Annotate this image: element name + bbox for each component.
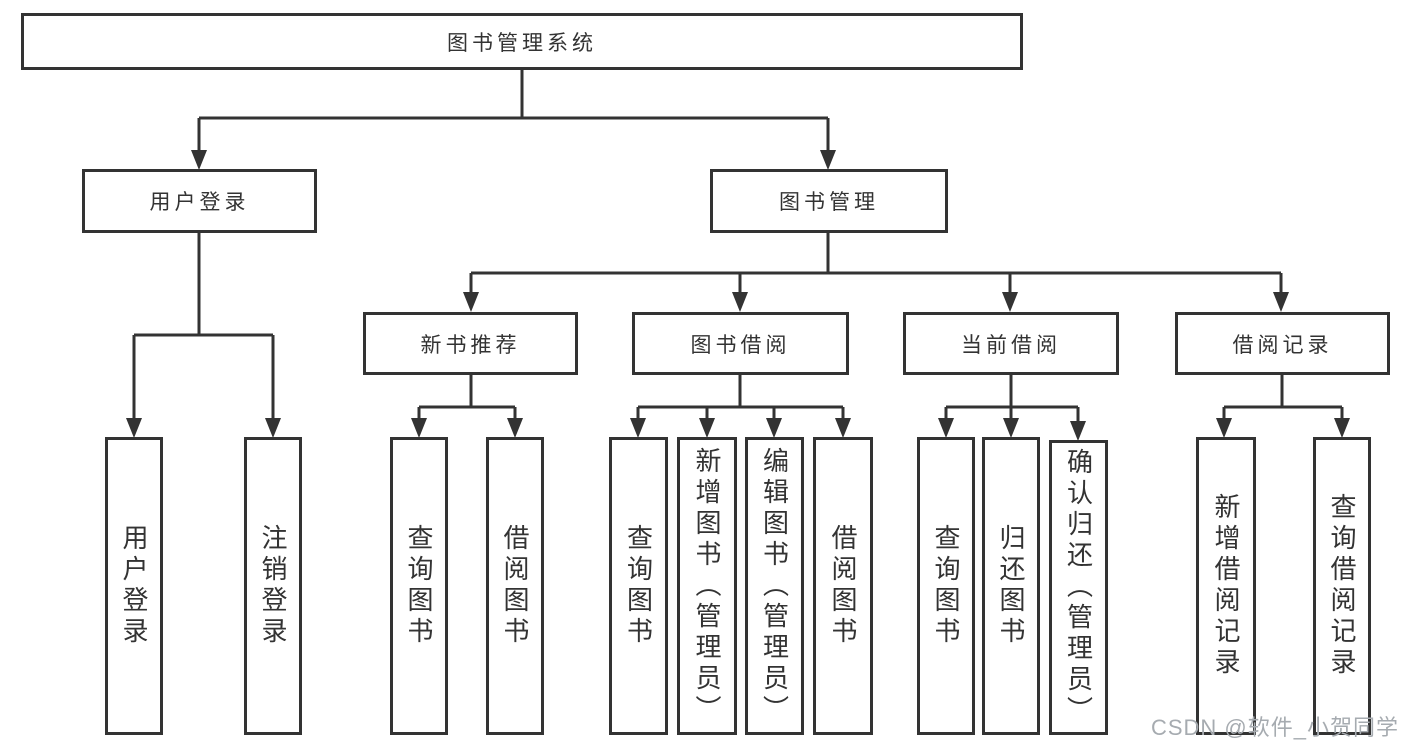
arrowhead-icon	[1273, 292, 1289, 312]
leaf-label: 借阅图书	[500, 524, 530, 648]
arrowhead-icon	[411, 418, 427, 438]
leaf-confirm-return-admin: 确认归还（管理员）	[1049, 440, 1108, 735]
node-user-login: 用户登录	[82, 169, 317, 233]
leaf-label: 借阅图书	[828, 524, 858, 648]
arrowhead-icon	[766, 418, 782, 438]
arrowhead-icon	[630, 418, 646, 438]
node-label: 新书推荐	[420, 333, 521, 357]
arrowhead-icon	[507, 418, 523, 438]
node-book-management: 图书管理	[710, 169, 948, 233]
leaf-add-books-admin: 新增图书（管理员）	[677, 437, 737, 735]
leaf-label: 新增图书（管理员）	[692, 446, 722, 726]
leaf-label: 确认归还（管理员）	[1063, 448, 1094, 727]
node-borrowing-records: 借阅记录	[1175, 312, 1390, 375]
arrowhead-icon	[265, 418, 281, 438]
leaf-query-books-3: 查询图书	[917, 437, 975, 735]
node-label: 借阅记录	[1232, 333, 1333, 357]
node-current-borrowing: 当前借阅	[903, 312, 1119, 375]
leaf-label: 编辑图书（管理员）	[759, 446, 790, 726]
connector-path	[132, 69, 1344, 426]
csdn-watermark: CSDN @软件_小贺同学	[1150, 715, 1399, 740]
leaf-logout: 注销登录	[244, 437, 302, 735]
leaf-label: 查询图书	[623, 524, 654, 648]
arrowhead-icon	[1002, 292, 1018, 312]
arrowhead-icon	[835, 418, 851, 438]
leaf-borrow-books-2: 借阅图书	[813, 437, 873, 735]
arrowhead-icon	[126, 418, 142, 438]
leaf-label: 查询借阅记录	[1327, 493, 1357, 679]
leaf-label: 查询图书	[404, 524, 434, 648]
leaf-label: 用户登录	[119, 524, 149, 648]
node-label: 当前借阅	[961, 333, 1061, 357]
arrowhead-icon	[1003, 418, 1019, 438]
arrowhead-icon	[1070, 421, 1086, 441]
arrowhead-icon	[1334, 418, 1350, 438]
leaf-user-login: 用户登录	[105, 437, 163, 735]
node-book-borrowing: 图书借阅	[632, 312, 849, 375]
leaf-query-books-1: 查询图书	[390, 437, 448, 735]
arrowhead-icon	[1216, 418, 1232, 438]
leaf-edit-books-admin: 编辑图书（管理员）	[745, 437, 804, 735]
leaf-label: 查询图书	[931, 524, 961, 648]
arrowhead-icon	[699, 418, 715, 438]
leaf-query-borrow-record: 查询借阅记录	[1313, 437, 1371, 735]
node-label: 图书管理	[779, 191, 879, 214]
arrowhead-icon	[820, 150, 836, 170]
node-library-management-system: 图书管理系统	[21, 13, 1023, 70]
leaf-return-books: 归还图书	[982, 437, 1040, 735]
leaf-label: 新增借阅记录	[1211, 493, 1241, 679]
leaf-add-borrow-record: 新增借阅记录	[1196, 437, 1256, 735]
node-label: 图书管理系统	[447, 31, 597, 55]
leaf-borrow-books-1: 借阅图书	[486, 437, 544, 735]
leaf-label: 归还图书	[996, 524, 1026, 648]
node-label: 用户登录	[149, 191, 250, 214]
leaf-query-books-2: 查询图书	[609, 437, 668, 735]
arrowhead-icon	[463, 292, 479, 312]
arrowhead-icon	[191, 150, 207, 170]
node-new-book-recommend: 新书推荐	[363, 312, 578, 375]
leaf-label: 注销登录	[258, 524, 288, 648]
arrowhead-icon	[732, 292, 748, 312]
node-label: 图书借阅	[690, 333, 791, 357]
arrowhead-icon	[938, 418, 954, 438]
arrowheads	[126, 150, 1350, 441]
